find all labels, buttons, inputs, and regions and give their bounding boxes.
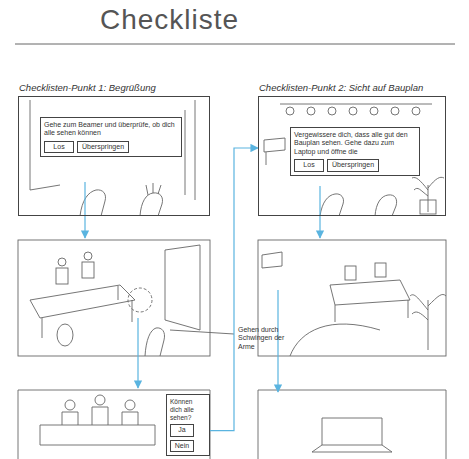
storyboard-panel: Checklisten-Punkt 1: BegrüßungGehe zum B… [18,96,210,216]
flow-connector [194,148,258,431]
storyboard-frame [258,390,446,459]
panel-heading: Checklisten-Punkt 1: Begrüßung [19,82,209,93]
hand-sketch [57,324,73,346]
dialog-button: Überspringen [327,159,379,171]
dialog-box: Können dich alle sehen? JaNein [166,394,210,456]
table-sketch [264,138,285,165]
page-title: Checkliste [100,4,239,36]
storyboard-frame [258,240,446,356]
plant-pot [420,200,436,214]
hand-sketch [80,190,106,216]
button-label: Los [299,161,319,169]
wall-line [185,100,195,200]
table-sketch [30,285,135,338]
hand-sketch [140,183,163,216]
chair-sketch [82,262,94,278]
flow-arrows [85,182,320,392]
dialog-button: Ja [170,424,194,436]
path-sketch [290,324,380,356]
lamp [328,107,336,115]
chair-sketch [375,263,386,277]
lamp [307,107,315,115]
leader-line [170,330,234,334]
person-body [62,407,138,425]
table-sketch [40,425,155,445]
lamp [391,107,399,115]
storyboard-frame [18,390,210,459]
flow-arrow [137,318,138,388]
dialog-button: Los [44,141,74,153]
button-label: Nein [173,442,191,450]
person-head [58,258,66,266]
light-bar [280,104,432,105]
flow-arrow [84,182,85,238]
table-sketch [330,280,410,322]
plant-sketch [412,177,444,212]
annotation-note: Gehen durch Schwingen der Arme [238,326,296,351]
chair-sketch [56,268,68,284]
hand-sketch [375,195,397,216]
laptop-sketch [312,418,392,452]
storyboard-panel: Checklisten-Punkt 2: Sicht auf BauplanVe… [258,96,446,216]
button-label: Überspringen [332,161,374,169]
dialog-box: Gehe zum Beamer und überprüfe, ob dich a… [40,117,182,157]
panel-heading: Checklisten-Punkt 2: Sicht auf Bauplan [259,82,445,93]
person-head [95,395,105,405]
gesture-circle [128,288,152,312]
window-sketch [165,245,200,330]
hand-sketch [320,194,344,216]
dialog-button: Nein [170,440,194,452]
person-head [84,252,92,260]
plant-sketch [410,294,446,350]
lamp [370,107,378,115]
button-label: Ja [173,426,191,434]
dialog-box: Vergewissere dich, dass alle gut den Bau… [290,127,420,176]
title-underline [15,44,455,45]
lamp [412,107,420,115]
lamp [286,107,294,115]
dialog-button: Los [294,159,324,171]
sketch-lines [18,100,446,459]
flow-arrow [319,186,320,238]
dialog-text: Vergewissere dich, dass alle gut den Bau… [294,131,416,156]
lamp [349,107,357,115]
laptop-sketch [262,252,282,268]
button-label: Überspringen [82,143,124,151]
storyboard-frame [18,240,210,356]
button-label: Los [49,143,69,151]
person-head [125,400,135,410]
hand-sketch [145,328,165,356]
chair-sketch [345,266,356,280]
dialog-button: Überspringen [77,141,129,153]
dialog-text: Können dich alle sehen? [170,398,206,421]
person-head [65,400,75,410]
dialog-text: Gehe zum Beamer und überprüfe, ob dich a… [44,121,178,138]
